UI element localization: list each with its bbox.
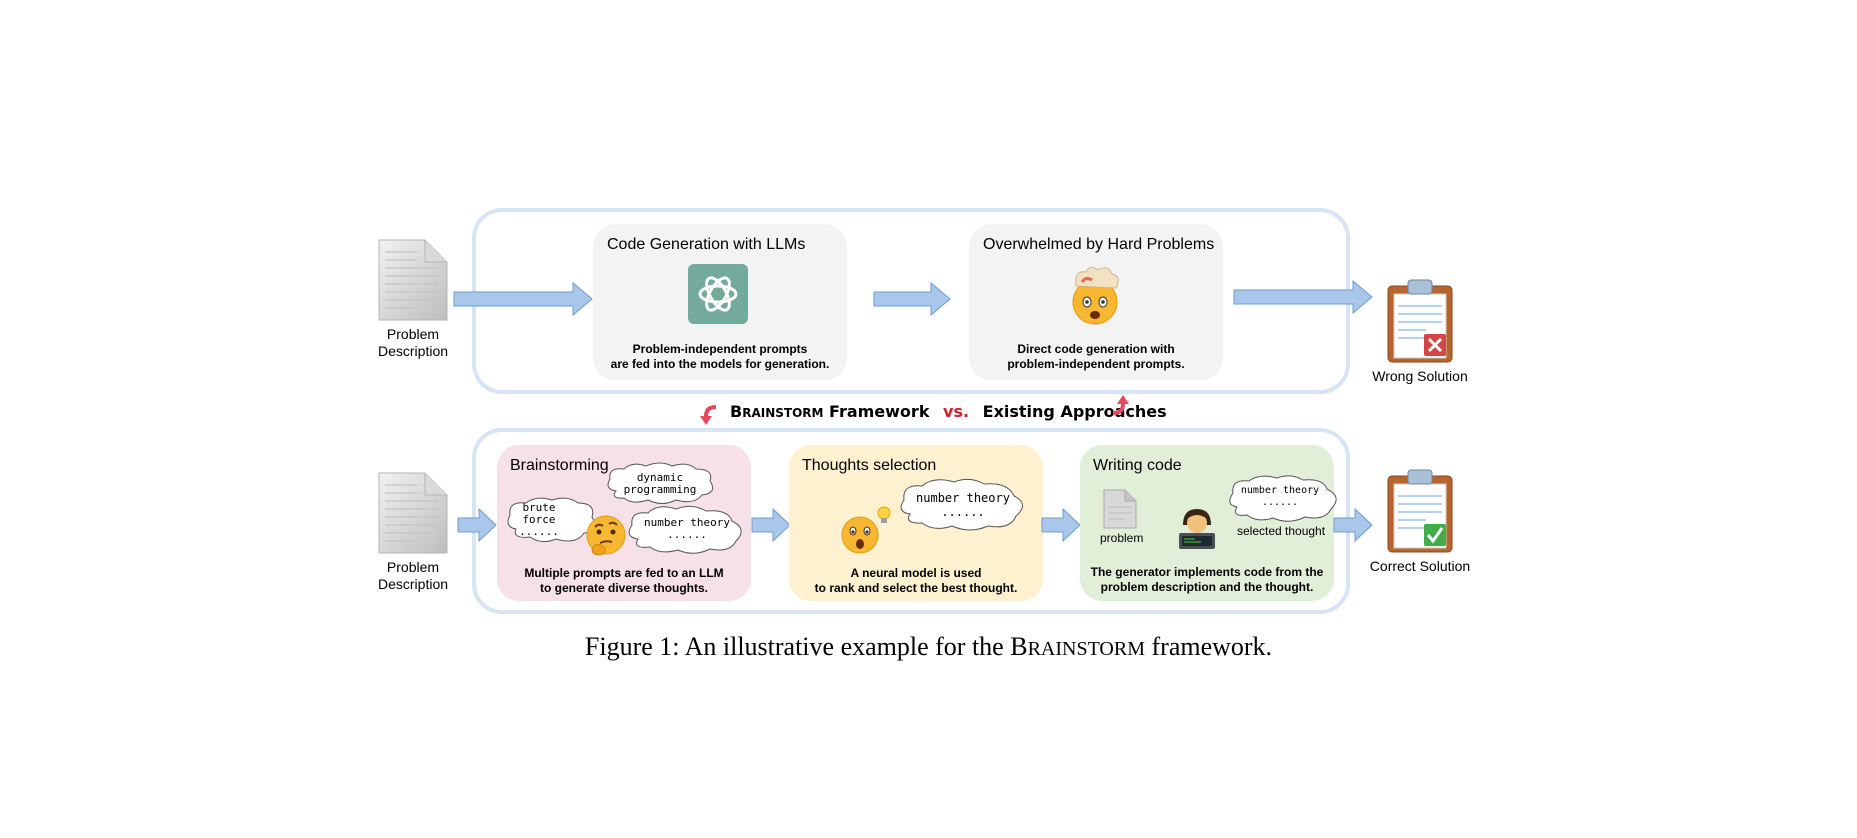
clipboard-wrong-icon <box>1387 279 1453 363</box>
curved-arrow-icon <box>700 405 717 425</box>
flow-arrow <box>453 281 593 317</box>
flow-arrow <box>1333 507 1373 543</box>
curved-arrow-icon <box>1112 395 1129 415</box>
wrong-solution-label: Wrong Solution <box>1372 368 1468 384</box>
brainstorm-rest: RAINSTORM <box>742 406 824 420</box>
clipboard-correct-icon <box>1387 469 1453 553</box>
thought-cloud-icon <box>1229 475 1337 522</box>
cloud-text: brute force ...... <box>519 501 559 538</box>
problem-label: problem <box>1100 531 1144 545</box>
cloud-text: dynamic programming <box>623 471 697 496</box>
brainstorming-panel: Brainstorming dynamic programming brute … <box>497 445 751 601</box>
panel-caption: Direct code generation with problem-inde… <box>1007 342 1185 371</box>
thought-cloud-icon <box>628 505 742 554</box>
panel-title: Overwhelmed by Hard Problems <box>983 236 1215 253</box>
flow-arrow <box>1041 507 1081 543</box>
correct-solution-label: Correct Solution <box>1369 558 1471 574</box>
technologist-icon <box>1179 509 1215 549</box>
writing-code-panel: Writing code problem number theory .....… <box>1080 445 1337 601</box>
flow-arrow <box>873 281 951 317</box>
lightbulb-icon <box>877 506 891 523</box>
panel-title: Writing code <box>1093 457 1182 474</box>
brainstorm-b: B <box>730 402 743 421</box>
exploding-head-icon <box>1072 266 1119 325</box>
flow-arrow <box>751 507 791 543</box>
caption-rest: RAINSTORM <box>1027 638 1145 660</box>
caption-suffix: framework. <box>1145 632 1273 661</box>
thinking-face-icon <box>586 515 626 556</box>
caption-b: B <box>1010 632 1028 661</box>
thoughts-selection-panel: Thoughts selection number theory ...... … <box>789 445 1043 601</box>
panel-title: Code Generation with LLMs <box>607 236 806 253</box>
caption-prefix: Figure 1: An illustrative example for th… <box>584 632 1011 661</box>
panel-caption: A neural model is used to rank and selec… <box>814 566 1018 595</box>
selected-thought-label: selected thought <box>1237 524 1326 538</box>
problem-description-label: Problem Description <box>377 559 449 592</box>
cloud-text: number theory ...... <box>643 516 731 541</box>
cloud-text: number theory ...... <box>916 491 1010 519</box>
cloud-text: number theory ...... <box>1240 485 1320 508</box>
panel-title: Thoughts selection <box>802 457 937 474</box>
thought-cloud-icon <box>607 462 714 504</box>
overwhelmed-panel: Overwhelmed by Hard Problems Direct code… <box>969 224 1223 380</box>
document-icon <box>1103 489 1137 529</box>
document-icon <box>378 472 448 554</box>
openai-logo-icon <box>688 264 748 324</box>
panel-caption: Multiple prompts are fed to an LLM to ge… <box>524 566 724 595</box>
astonished-face-icon <box>841 516 879 554</box>
thought-cloud-icon <box>507 497 596 543</box>
framework-word: Framework <box>829 402 930 421</box>
panel-caption: Problem-independent prompts are fed into… <box>610 342 830 371</box>
flow-arrow <box>457 507 497 543</box>
figure-caption: Figure 1: An illustrative example for th… <box>0 632 1857 662</box>
vs-label: vs. <box>943 402 970 421</box>
problem-description-label: Problem Description <box>377 326 449 359</box>
comparison-heading: BRAINSTORM Framework vs. Existing Approa… <box>730 402 1167 421</box>
thought-cloud-icon <box>900 478 1023 531</box>
existing-approaches-label: Existing Approaches <box>982 402 1167 421</box>
code-generation-panel: Code Generation with LLMs Problem-indepe… <box>593 224 847 380</box>
panel-title: Brainstorming <box>510 457 609 474</box>
flow-arrow <box>1233 279 1373 315</box>
document-icon <box>378 239 448 321</box>
panel-caption: The generator implements code from the p… <box>1090 565 1324 594</box>
